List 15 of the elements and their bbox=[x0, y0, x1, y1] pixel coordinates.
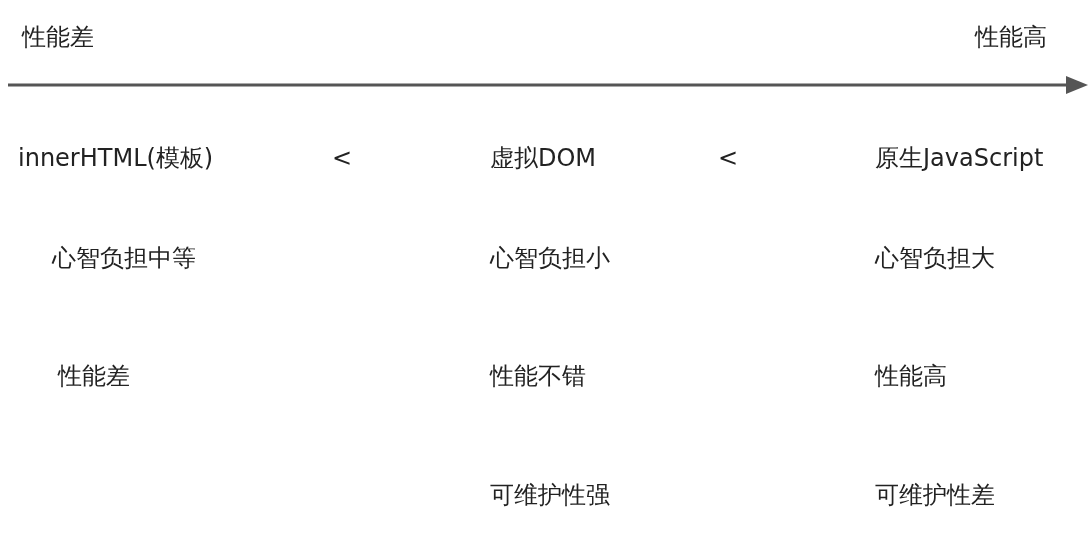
text-label: innerHTML(模板) bbox=[18, 143, 214, 173]
text-label: 心智负担小 bbox=[490, 243, 610, 273]
text-label: 性能差 bbox=[58, 361, 130, 391]
text-label: 可维护性差 bbox=[875, 480, 995, 510]
text-label: 可维护性强 bbox=[490, 480, 610, 510]
comparison-sign: < bbox=[332, 143, 353, 173]
text-label: 性能高 bbox=[875, 361, 947, 391]
text-label: 性能不错 bbox=[490, 361, 586, 391]
text-label: 虚拟DOM bbox=[490, 143, 597, 173]
text-label: 心智负担大 bbox=[875, 243, 995, 273]
text-label: 心智负担中等 bbox=[52, 243, 196, 273]
text-label: 性能差 bbox=[22, 22, 94, 52]
text-label: 性能高 bbox=[975, 22, 1047, 52]
text-label: 原生JavaScript bbox=[875, 143, 1044, 173]
comparison-sign: < bbox=[718, 143, 739, 173]
